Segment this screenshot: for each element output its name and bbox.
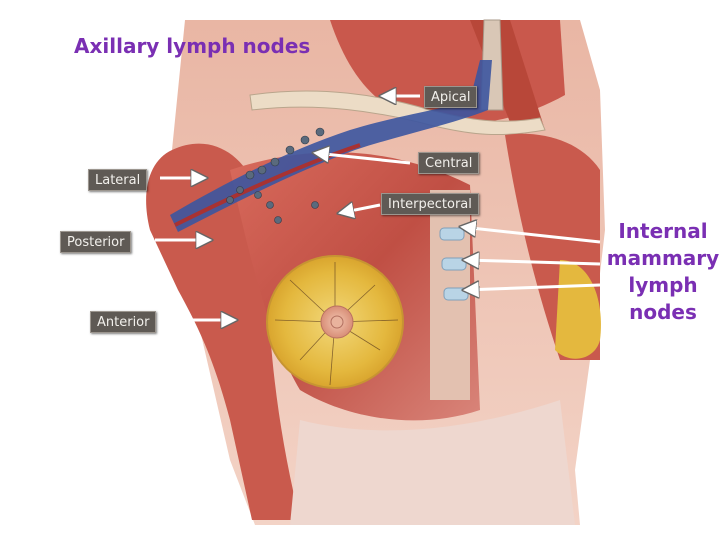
lower-abdomen (290, 400, 575, 525)
label-arrows (155, 96, 601, 320)
axillary-artery (174, 143, 361, 227)
internal-mammary-line: nodes (629, 300, 697, 324)
lymph-node-cluster (226, 127, 325, 224)
nipple (330, 315, 344, 329)
internal-mammary-line: lymph (628, 273, 698, 297)
clavicle (249, 90, 546, 136)
label-lateral: Lateral (88, 169, 148, 191)
figure-title: Axillary lymph nodes (74, 34, 311, 58)
label-anterior: Anterior (90, 311, 157, 333)
label-posterior: Posterior (60, 231, 132, 253)
internal-mammary-label: Internal mammary lymph nodes (604, 218, 722, 326)
label-central: Central (418, 152, 480, 174)
internal-mammary-line: Internal (618, 219, 708, 243)
label-interpectoral: Interpectoral (381, 193, 479, 215)
internal-mammary-line: mammary (606, 246, 720, 270)
label-apical: Apical (424, 86, 478, 108)
